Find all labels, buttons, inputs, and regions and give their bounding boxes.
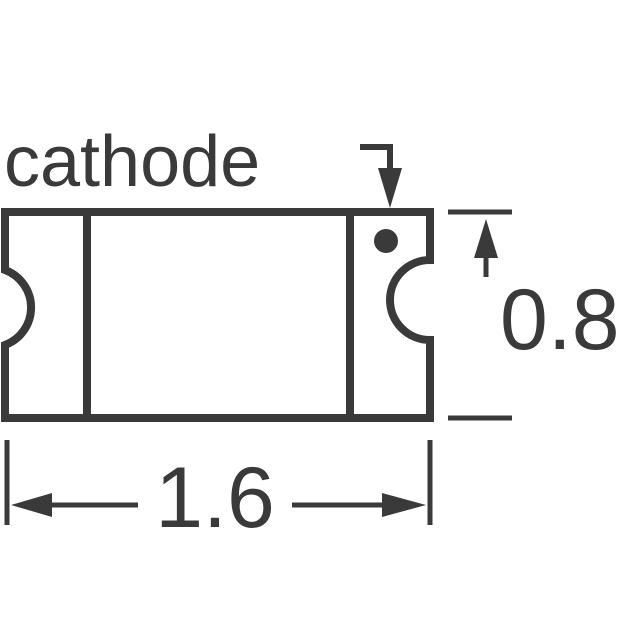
width-arrow-head-left [11, 493, 52, 517]
cathode-leader-line [360, 144, 393, 172]
width-arrow-head-right [382, 493, 426, 517]
height-dimension-label: 0.8 [500, 272, 620, 368]
height-arrow-head [474, 219, 498, 258]
package-outline [1, 208, 434, 422]
cathode-label: cathode [4, 122, 260, 202]
cathode-arrow-head [378, 168, 402, 208]
cathode-marker-dot [374, 229, 398, 253]
width-dimension-label: 1.6 [155, 450, 275, 546]
